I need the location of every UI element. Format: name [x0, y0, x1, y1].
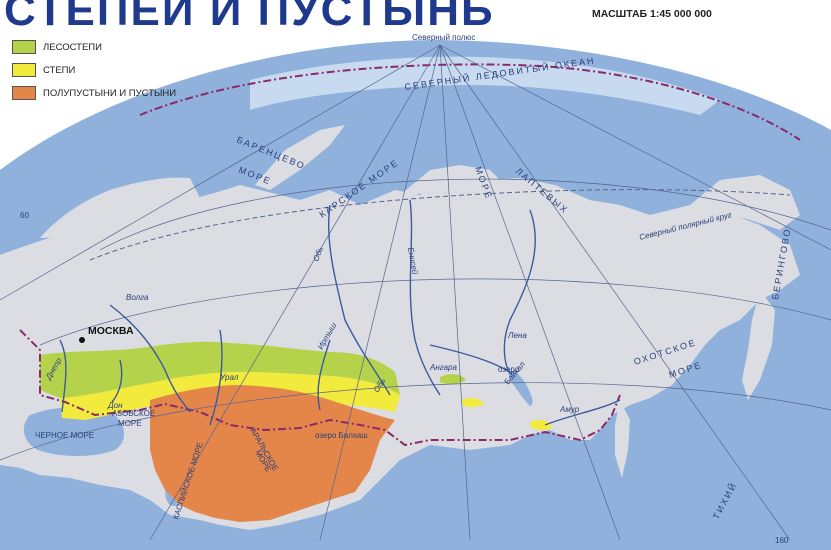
baikal-lake — [508, 370, 533, 406]
river-irtysh — [317, 339, 331, 411]
legend-item-forest-steppe: ЛЕСОСТЕПИ — [12, 40, 176, 54]
river-volga — [109, 304, 191, 413]
legend-item-desert: ПОЛУПУСТЫНИ И ПУСТЫНИ — [12, 86, 176, 100]
zone-steppe-pocket-3 — [530, 420, 552, 431]
zone-forest-steppe — [40, 341, 400, 398]
legend-swatch — [12, 86, 36, 100]
state-border — [19, 329, 621, 447]
legend-label: ЛЕСОСТЕПИ — [43, 41, 102, 53]
river-angara — [429, 344, 511, 373]
river-don-label: Дон — [107, 401, 123, 410]
arctic-ice-edge — [250, 56, 720, 115]
graticule — [0, 44, 831, 541]
river-lena — [503, 209, 536, 376]
river-amur — [544, 399, 621, 426]
legend-label: ПОЛУПУСТЫНИ И ПУСТЫНИ — [43, 87, 177, 99]
maritime-border — [139, 63, 801, 141]
moscow-label: МОСКВА — [88, 325, 134, 337]
balkhash-label: озеро Балхаш — [315, 431, 368, 440]
sakhalin — [615, 400, 630, 478]
meridian-60-label: 60 — [20, 211, 29, 220]
kamchatka — [742, 290, 775, 400]
azov-sea-label: АЗОВСКОЕ — [112, 409, 155, 418]
river-yenisei — [409, 199, 441, 396]
zone-steppe-pocket-1 — [462, 397, 484, 407]
zone-steppe-pocket-2 — [440, 374, 466, 385]
legend-label: СТЕПИ — [43, 64, 76, 76]
legend-swatch — [12, 63, 36, 77]
north-pole-label: Северный полюс — [412, 33, 475, 42]
taimyr-land — [400, 165, 505, 195]
meridian-160-label: 160 — [775, 536, 789, 545]
legend: ЛЕСОСТЕПИ СТЕПИ ПОЛУПУСТЫНИ И ПУСТЫНИ — [12, 40, 176, 109]
river-ural-label: Урал — [219, 373, 239, 382]
river-don — [111, 359, 123, 403]
kola-land — [40, 177, 200, 238]
river-dnepr — [59, 339, 67, 413]
scale-label: МАСШТАБ 1:45 000 000 — [592, 8, 712, 20]
river-lena-label: Лена — [507, 331, 527, 340]
black-sea — [23, 407, 125, 456]
moscow-marker — [79, 337, 85, 343]
rivers — [59, 199, 621, 426]
arctic-circle-line — [89, 189, 791, 261]
legend-swatch — [12, 40, 36, 54]
river-angara-label: Ангара — [429, 363, 457, 372]
chukotka-land — [690, 175, 800, 230]
azov-sea-word: МОРЕ — [118, 419, 142, 428]
river-volga-label: Волга — [126, 293, 149, 302]
river-ob — [327, 204, 391, 396]
baikal-label-1: озеро — [498, 365, 520, 374]
river-ural — [209, 329, 223, 426]
legend-item-steppe: СТЕПИ — [12, 63, 176, 77]
page-title: СТЕПЕЙ И ПУСТЫНЬ — [4, 0, 495, 35]
novaya-zemlya — [255, 125, 345, 190]
river-amur-label: Амур — [559, 405, 580, 414]
black-sea-label: ЧЕРНОЕ МОРЕ — [35, 431, 94, 440]
